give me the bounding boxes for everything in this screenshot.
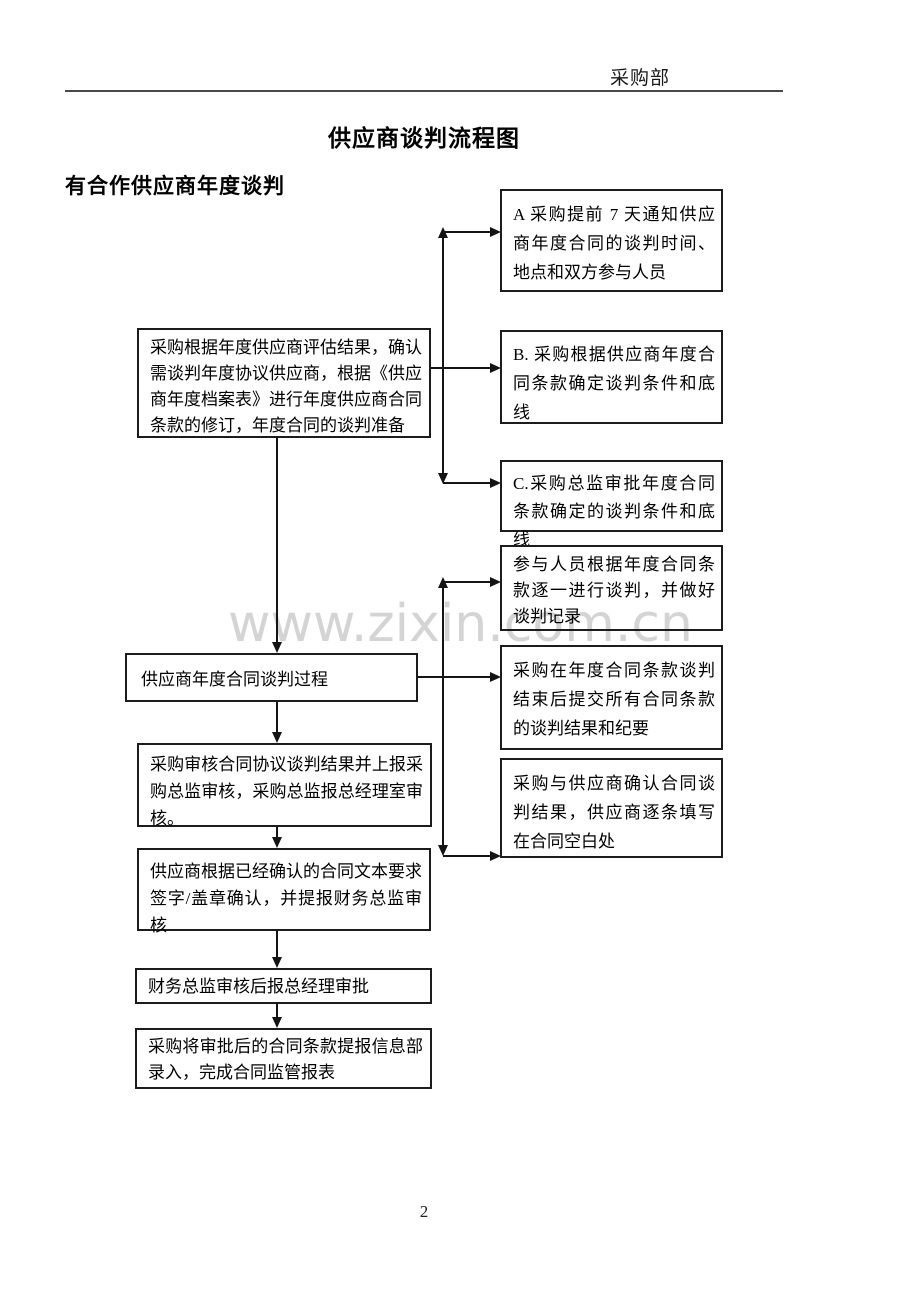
connector-to-f-line bbox=[443, 855, 490, 857]
flow-step-contract-entry: 采购将审批后的合同条款提报信息部录入，完成合同监管报表 bbox=[135, 1028, 432, 1089]
connector-to-f-arrowhead bbox=[490, 851, 501, 861]
side-step-a-notify-supplier: A 采购提前 7 天通知供应商年度合同的谈判时间、地点和双方参与人员 bbox=[500, 189, 723, 292]
connector-to-c-line bbox=[443, 482, 490, 484]
department-label: 采购部 bbox=[610, 68, 671, 89]
page-title: 供应商谈判流程图 bbox=[328, 126, 520, 151]
flow-step-negotiation-process: 供应商年度合同谈判过程 bbox=[125, 653, 418, 702]
connector-to-e-arrowhead bbox=[490, 672, 501, 682]
flow-step-finance-approval: 财务总监审核后报总经理审批 bbox=[135, 968, 432, 1004]
side-step-c-director-approval: C.采购总监审批年度合同条款确定的谈判条件和底线 bbox=[500, 460, 723, 549]
connector-main-4-5-line bbox=[276, 930, 278, 958]
header-rule bbox=[65, 90, 783, 92]
connector-main-5-6-line bbox=[276, 1003, 278, 1018]
connector-to-a-arrowhead bbox=[490, 227, 501, 237]
connector-to-d-arrowhead bbox=[490, 577, 501, 587]
connector-group1-vertical-line bbox=[442, 238, 444, 475]
connector-step1-feed-line bbox=[431, 367, 490, 369]
connector-main-4-5-arrowhead bbox=[272, 957, 282, 968]
connector-group2-vertical-line bbox=[442, 588, 444, 846]
connector-main-1-2-arrowhead bbox=[272, 642, 282, 653]
connector-main-5-6-arrowhead bbox=[272, 1017, 282, 1028]
connector-group2-down-arrowhead bbox=[438, 845, 448, 856]
connector-main-1-2-line bbox=[276, 437, 278, 643]
connector-to-a-line bbox=[443, 231, 490, 233]
connector-step2-feed-line bbox=[418, 676, 490, 678]
connector-to-b-arrowhead bbox=[490, 363, 501, 373]
flow-step-negotiation-preparation: 采购根据年度供应商评估结果，确认需谈判年度协议供应商，根据《供应商年度档案表》进… bbox=[137, 328, 431, 438]
flow-step-result-review: 采购审核合同协议谈判结果并上报采购总监审核，采购总监报总经理室审核。 bbox=[137, 743, 432, 828]
connector-main-3-4-line bbox=[276, 827, 278, 838]
flow-step-supplier-signing: 供应商根据已经确认的合同文本要求签字/盖章确认，并提报财务总监审核 bbox=[137, 848, 431, 935]
connector-group1-down-arrowhead bbox=[438, 473, 448, 484]
section-heading: 有合作供应商年度谈判 bbox=[65, 174, 285, 198]
side-step-b-determine-terms: B. 采购根据供应商年度合同条款确定谈判条件和底线 bbox=[500, 330, 723, 424]
side-step-d-negotiate-record: 参与人员根据年度合同条款逐一进行谈判，并做好谈判记录 bbox=[500, 545, 723, 631]
connector-main-2-3-line bbox=[276, 702, 278, 733]
connector-main-2-3-arrowhead bbox=[272, 732, 282, 743]
connector-to-d-line bbox=[443, 581, 490, 583]
side-step-e-submit-results: 采购在年度合同条款谈判结束后提交所有合同条款的谈判结果和纪要 bbox=[500, 645, 723, 750]
connector-to-c-arrowhead bbox=[490, 478, 501, 488]
connector-main-3-4-arrowhead bbox=[272, 837, 282, 848]
watermark: www.zixin.com.cn bbox=[228, 594, 693, 654]
page-number: 2 bbox=[419, 1202, 429, 1221]
side-step-f-confirm-results: 采购与供应商确认合同谈判结果，供应商逐条填写在合同空白处 bbox=[500, 758, 723, 858]
